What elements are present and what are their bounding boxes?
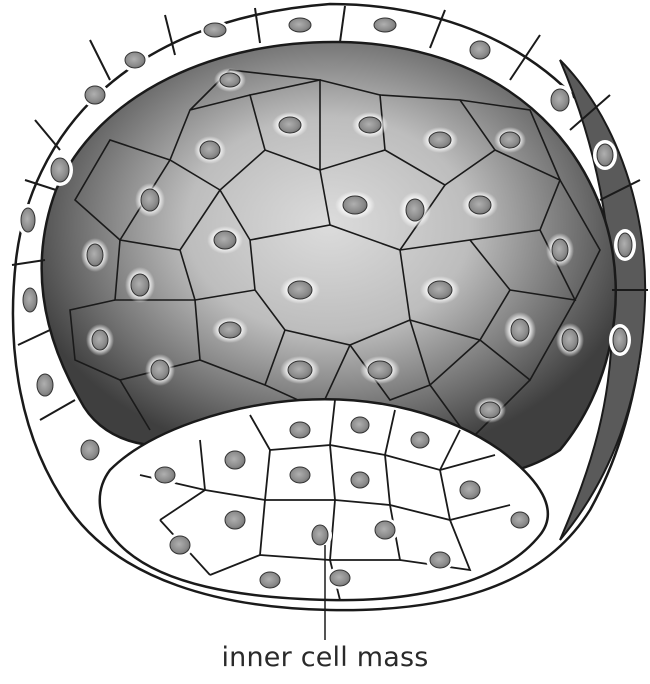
- inner-cell-mass-label: inner cell mass: [0, 642, 650, 673]
